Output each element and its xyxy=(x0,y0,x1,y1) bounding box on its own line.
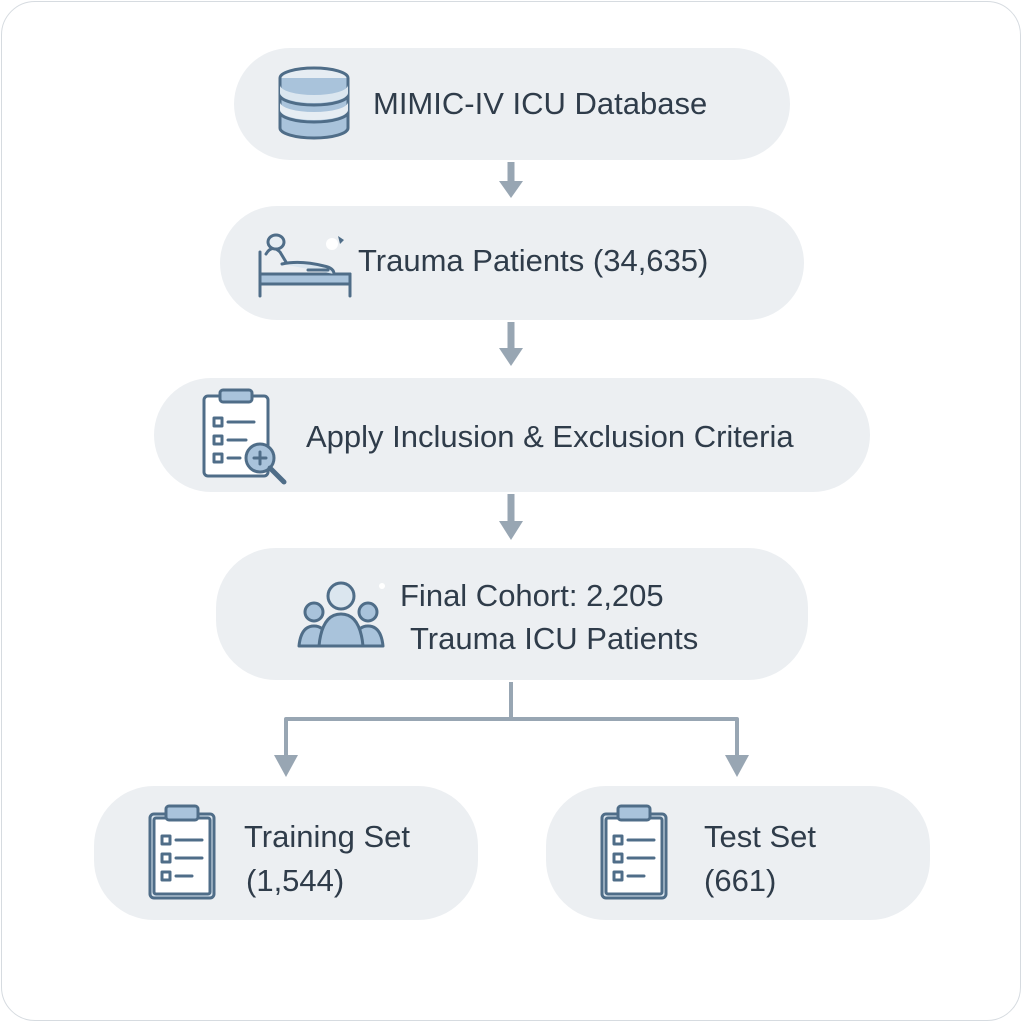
node-database-label: MIMIC-IV ICU Database xyxy=(373,86,708,121)
node-final-cohort-line2: Trauma ICU Patients xyxy=(410,621,699,656)
hospital-bed-icon xyxy=(258,233,352,298)
clipboard-icon xyxy=(148,804,216,900)
node-training-set-line2: (1,544) xyxy=(246,863,345,898)
node-final-cohort-line1: Final Cohort: 2,205 xyxy=(400,578,664,613)
arrow-database-to-trauma xyxy=(499,162,523,198)
database-icon xyxy=(278,66,350,140)
checklist-search-icon xyxy=(202,388,287,485)
node-test-set-line2: (661) xyxy=(704,863,777,898)
node-criteria-label: Apply Inclusion & Exclusion Criteria xyxy=(306,419,794,454)
node-database: MIMIC-IV ICU Database xyxy=(234,48,790,160)
node-test-set: Test Set (661) xyxy=(546,786,930,920)
node-training-set-line1: Training Set xyxy=(244,819,410,854)
node-training-set: Training Set (1,544) xyxy=(94,786,478,920)
people-group-icon xyxy=(297,581,385,648)
arrowhead-test xyxy=(725,755,749,777)
arrowhead-training xyxy=(274,755,298,777)
arrow-cohort-split xyxy=(284,682,739,760)
node-criteria: Apply Inclusion & Exclusion Criteria xyxy=(154,378,870,492)
node-trauma-patients: Trauma Patients (34,635) xyxy=(220,206,804,320)
node-trauma-patients-label: Trauma Patients (34,635) xyxy=(358,243,709,278)
arrow-criteria-to-cohort xyxy=(499,494,523,540)
node-test-set-line1: Test Set xyxy=(704,819,816,854)
arrow-trauma-to-criteria xyxy=(499,322,523,366)
clipboard-icon xyxy=(600,804,668,900)
node-final-cohort: Final Cohort: 2,205 Trauma ICU Patients xyxy=(216,548,808,680)
